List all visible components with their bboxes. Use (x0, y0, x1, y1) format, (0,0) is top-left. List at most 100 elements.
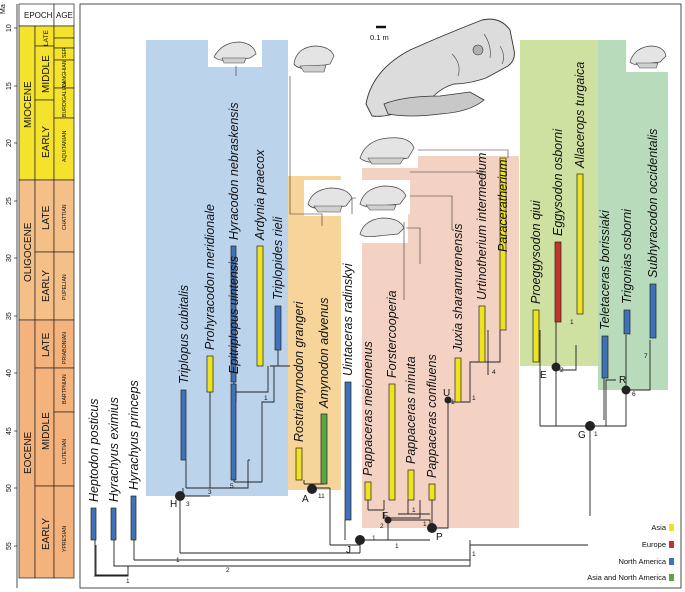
clade-hyracodontidae (146, 40, 288, 496)
support-value: 1 (412, 507, 416, 514)
bar-forstercooperia (388, 383, 396, 501)
epoch-header: EPOCH (24, 11, 53, 20)
skull-illustrations: 0.1 m (208, 18, 668, 300)
taxon-subhyracodon: Subhyracodon occidentalis (646, 129, 660, 278)
legend-label-asia-and-north-america: Asia and North America (587, 573, 667, 582)
tree-branches (94, 322, 651, 577)
skull-juxia (356, 180, 410, 214)
taxon-trigonias: Trigonias osborni (620, 208, 634, 304)
taxon-paraceratherium: Paraceratherium (496, 160, 510, 252)
bar-uintaceras (344, 381, 352, 521)
node-label-r: R (619, 375, 626, 386)
support-value: 4 (492, 369, 496, 376)
stage-ypresian: YPRESIAN (62, 526, 68, 552)
node-f (384, 516, 392, 524)
support-value: 1 (126, 578, 130, 585)
bar-paraceratherium (499, 157, 507, 331)
support-value: 1 (176, 557, 180, 564)
support-value: 2 (380, 523, 384, 530)
node-label-p: P (436, 532, 443, 543)
tick-20: 20 (6, 139, 13, 147)
legend-box (588, 516, 678, 586)
bar-subhyracodon (649, 283, 657, 339)
taxon-allacerops: Allacerops turgaica (573, 62, 587, 169)
tick-50: 50 (6, 484, 13, 492)
skull-pappaceras (356, 213, 408, 243)
time-scale: Ma 10 15 20 25 30 35 40 45 50 55 (0, 3, 75, 588)
skull-amynodon (288, 40, 340, 76)
support-value: 11 (318, 493, 325, 500)
tick-15: 15 (6, 82, 13, 90)
unit-label: Ma (0, 4, 7, 14)
taxon-hyrachyus-eximius: Hyrachyus eximius (107, 397, 121, 502)
taxon-teletaceras: Teletaceras borissiaki (598, 209, 612, 330)
bar-proeggysodon (532, 309, 540, 363)
clade-backgrounds (146, 40, 668, 528)
stage-ser: SER (62, 47, 68, 58)
support-value: 3 (186, 501, 190, 508)
bar-pappaceras-meiomenus (364, 481, 372, 501)
taxon-rostriamynodon: Rostriamynodon grangeri (292, 300, 306, 442)
eocene-middle: MIDDLE (41, 412, 52, 450)
bar-pappaceras-confluens (428, 483, 436, 501)
support-value: 1 (395, 543, 399, 550)
bar-juxia (454, 357, 462, 403)
node-p (427, 523, 437, 533)
plot-frame (79, 3, 682, 589)
taxon-hyracodon: Hyracodon nebraskensis (227, 102, 241, 240)
taxon-triplopides: Triplopides rieli (271, 216, 285, 300)
oligocene-early: EARLY (41, 270, 52, 302)
node-r (621, 385, 631, 395)
taxon-heptodon: Heptodon posticus (87, 398, 101, 502)
tick-25: 25 (6, 197, 13, 205)
node-e (551, 362, 561, 372)
eocene-early: EARLY (41, 518, 52, 550)
node-a (307, 484, 317, 494)
support-value: 1 (372, 535, 376, 542)
taxon-hyrachyus-princeps: Hyrachyus princeps (127, 380, 141, 490)
stage-langhian: LANGHIAN (62, 60, 68, 87)
ma-ticks: 10 15 20 25 30 35 40 45 50 55 (6, 24, 17, 550)
legend-swatch-europe (669, 541, 674, 548)
node-u (444, 396, 452, 404)
legend: Asia Europe North America Asia and North… (587, 516, 678, 586)
age-header: AGE (56, 11, 73, 20)
node-label-g: G (578, 430, 586, 441)
bar-trigonias (623, 309, 631, 335)
tick-10: 10 (6, 24, 13, 32)
legend-swatch-asia (669, 524, 674, 531)
support-values: 1 2 1 1 1 1 3 3 5 1 11 2 1 1 1 1 4 1 2 1… (126, 319, 648, 585)
node-label-e: E (540, 370, 547, 381)
taxon-pappaceras-meiomenus: Pappaceras meiomenus (361, 341, 375, 476)
support-value: 1 (594, 431, 598, 438)
taxon-amynodon: Amynodon advenus (317, 298, 331, 410)
bar-hyrachyus-eximius (110, 507, 117, 541)
bar-teletaceras (601, 335, 609, 379)
support-value: 1 (472, 395, 476, 402)
bar-prohyracodon (206, 355, 214, 393)
node-label-j: J (346, 545, 351, 556)
epoch-oligocene-label: OLIGOCENE (23, 222, 34, 282)
support-value: 2 (560, 367, 564, 374)
named-nodes: H A F J P U E G R (170, 362, 631, 556)
taxon-labels: Heptodon posticus Hyrachyus eximius Hyra… (87, 62, 660, 502)
support-value: 3 (208, 489, 212, 496)
support-value: 1 (451, 399, 455, 406)
legend-label-europe: Europe (642, 540, 666, 549)
support-value: 1 (570, 319, 574, 326)
support-value: 5 (230, 483, 234, 490)
support-value: 7 (644, 353, 648, 360)
stage-burdigalian: BURDIGALIAN (62, 82, 68, 117)
bar-hyracodon (230, 245, 237, 383)
node-label-u: U (443, 388, 450, 399)
miocene-middle: MIDDLE (41, 55, 52, 93)
skull-paraceratherium (365, 18, 515, 117)
skull-forstercooperia (304, 180, 356, 216)
tick-35: 35 (6, 312, 13, 320)
taxon-urtinotherium: Urtinotherium intermedium (475, 153, 489, 300)
support-value: 6 (632, 391, 636, 398)
stage-aquitanian: AQUITANIAN (62, 130, 68, 162)
support-value: 2 (226, 567, 230, 574)
taxon-uintaceras: Uintaceras radinskyi (341, 262, 355, 376)
